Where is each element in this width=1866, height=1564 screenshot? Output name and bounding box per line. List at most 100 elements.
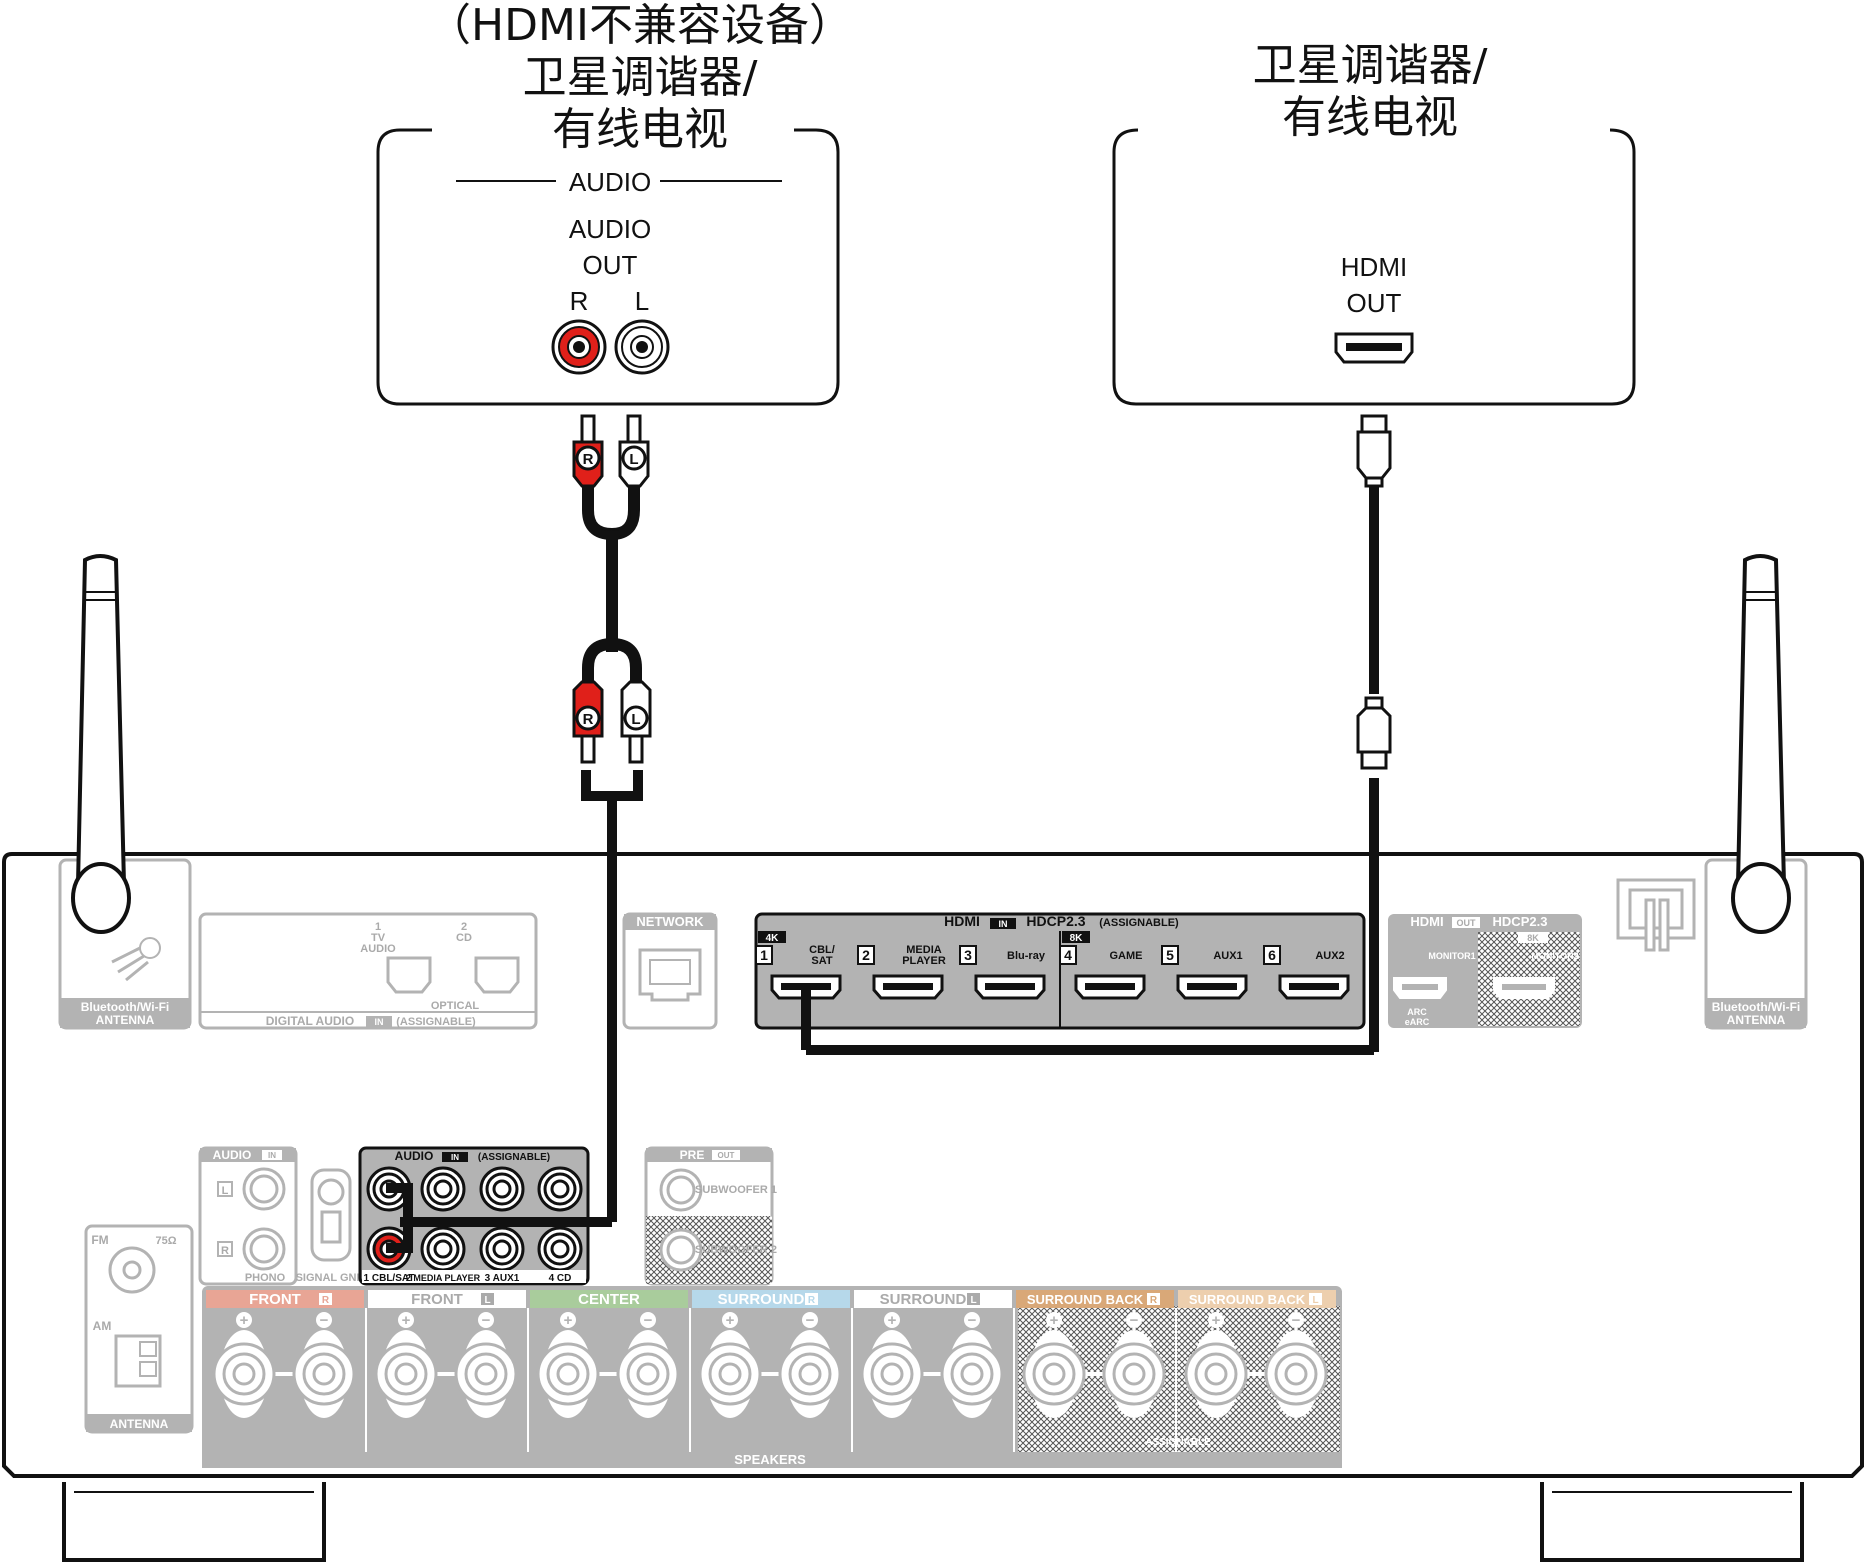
digital-in-badge: IN xyxy=(375,1017,384,1027)
left-title-line-1: （HDMI不兼容设备） xyxy=(427,0,853,51)
speaker-channel-badge: L xyxy=(970,1295,976,1306)
pre-out-panel: PRE OUT SUBWOOFER 1 SUBWOOFER 2 xyxy=(644,1146,777,1286)
svg-text:−: − xyxy=(968,1312,977,1329)
fm-label: FM xyxy=(91,1233,108,1247)
digital-audio-panel: 1 TV AUDIO 2 CD OPTICAL DIGITAL AUDIO IN… xyxy=(198,912,538,1030)
hdmi-port-number: 1 xyxy=(760,947,768,963)
rca-plug-l-top: L xyxy=(618,414,650,488)
phono-r-label: R xyxy=(221,1245,229,1257)
left-r-label: R xyxy=(570,286,589,316)
left-audio-section-label: AUDIO xyxy=(569,167,651,197)
digital-assignable: (ASSIGNABLE) xyxy=(396,1016,476,1028)
phono-audio-title: AUDIO xyxy=(213,1148,252,1162)
left-l-label: L xyxy=(635,286,649,316)
speakers-label: SPEAKERS xyxy=(734,1452,806,1467)
svg-text:−: − xyxy=(806,1312,815,1329)
audio-in-label-3: 3 AUX1 xyxy=(485,1273,520,1284)
digital-audio-label: DIGITAL AUDIO xyxy=(266,1014,354,1028)
rca-jack-r xyxy=(551,319,607,375)
digital-in2-num: 2 xyxy=(461,921,467,933)
speaker-group-2: CENTER+− xyxy=(530,1290,691,1452)
left-audio-out-line1: AUDIO xyxy=(569,214,651,244)
hdmi-port-number: 2 xyxy=(862,947,870,963)
hdmi-in-port-6: 6 AUX2 xyxy=(1263,945,1350,1000)
svg-text:−: − xyxy=(1292,1312,1301,1329)
audio-in-jack xyxy=(479,1226,525,1272)
hdmi-port-name: Blu-ray xyxy=(1007,950,1046,962)
plug-r-top-label: R xyxy=(583,451,594,468)
hdmi-4k-badge: 4K xyxy=(766,933,780,944)
speaker-channel-badge: L xyxy=(484,1295,490,1306)
hdmi-plug-top xyxy=(1356,414,1392,488)
hdmi-out-8k-badge: 8K xyxy=(1527,933,1539,943)
hdmi-port-number: 4 xyxy=(1064,947,1072,963)
hdmi-port-number: 3 xyxy=(964,947,972,963)
speaker-group-name: SURROUND xyxy=(718,1291,805,1308)
speaker-group-name: CENTER xyxy=(578,1291,640,1308)
optical-port-1 xyxy=(386,956,432,994)
phono-audio-panel: AUDIO IN L R PHONO xyxy=(198,1146,298,1286)
hdmi-out-panel: HDMI OUT HDCP2.3 8K MONITOR1 MONITOR2 AR… xyxy=(1388,914,1582,1028)
speaker-channel-badge: L xyxy=(1312,1295,1318,1306)
right-device-title: 卫星调谐器/ 有线电视 xyxy=(1180,40,1560,144)
svg-text:−: − xyxy=(482,1312,491,1329)
hdmi-port-name: AUX2 xyxy=(1315,950,1344,962)
monitor2-label: MONITOR2 xyxy=(1531,951,1578,961)
digital-in1-audio: AUDIO xyxy=(360,943,396,955)
hdmi-port-name: PLAYER xyxy=(902,955,946,967)
power-inlet xyxy=(1616,878,1696,952)
network-port: NETWORK xyxy=(622,912,718,1030)
hdmi-port-name: MEDIA xyxy=(906,944,942,956)
hdmi-in-port-3: 3 Blu-ray xyxy=(959,945,1046,1000)
rca-plug-l-bottom: L xyxy=(620,680,652,764)
optical-port-2 xyxy=(474,956,520,994)
digital-in1-num: 1 xyxy=(375,921,381,933)
hdmi-in-badge: IN xyxy=(999,919,1008,929)
phono-label: PHONO xyxy=(245,1272,286,1284)
optical-label: OPTICAL xyxy=(431,1000,480,1012)
signal-gnd-label: SIGNAL GND xyxy=(296,1272,365,1284)
hdmi-port-number: 5 xyxy=(1166,947,1174,963)
hdmi-port-name: CBL/ xyxy=(809,944,835,956)
bt-antenna-left-line1: Bluetooth/Wi-Fi xyxy=(81,1000,170,1014)
svg-text:−: − xyxy=(644,1312,653,1329)
svg-text:+: + xyxy=(726,1312,735,1329)
right-hdmi-out-line1: HDMI xyxy=(1341,252,1407,282)
audio-in-label-2: 2 MEDIA PLAYER xyxy=(406,1273,481,1283)
audio-in-title: AUDIO xyxy=(395,1149,434,1163)
rca-jack-l xyxy=(614,319,670,375)
hdmi-8k-badge: 8K xyxy=(1070,933,1084,944)
speaker-channel-badge: R xyxy=(1150,1295,1158,1306)
svg-text:−: − xyxy=(320,1312,329,1329)
phono-in-badge: IN xyxy=(268,1151,276,1160)
earc-label: eARC xyxy=(1405,1017,1430,1027)
hdmi-port-number: 6 xyxy=(1268,947,1276,963)
bt-antenna-right-line1: Bluetooth/Wi-Fi xyxy=(1712,1000,1801,1014)
right-hdmi-out-line2: OUT xyxy=(1347,288,1402,318)
audio-in-jack xyxy=(420,1226,466,1272)
speaker-group-name: FRONT xyxy=(249,1291,301,1308)
hdmi-out-badge: OUT xyxy=(1457,918,1477,928)
audio-in-label-4: 4 CD xyxy=(549,1273,572,1284)
audio-in-jack xyxy=(479,1166,525,1212)
monitor1-label: MONITOR1 xyxy=(1428,951,1475,961)
bt-antenna-right-line2: ANTENNA xyxy=(1727,1013,1786,1027)
plug-l-top-label: L xyxy=(629,451,638,468)
ohm-label: 75Ω xyxy=(155,1235,176,1247)
svg-text:−: − xyxy=(1130,1312,1139,1329)
hdmi-in-assignable: (ASSIGNABLE) xyxy=(1099,917,1179,929)
phono-l-label: L xyxy=(222,1185,229,1197)
hdmi-port-name: AUX1 xyxy=(1213,950,1242,962)
am-label: AM xyxy=(93,1319,112,1333)
hdmi-port-name: GAME xyxy=(1110,950,1143,962)
rca-plug-r-top: R xyxy=(572,414,604,488)
hdmi-out-port-icon xyxy=(1334,332,1414,364)
svg-text:+: + xyxy=(1050,1312,1059,1329)
